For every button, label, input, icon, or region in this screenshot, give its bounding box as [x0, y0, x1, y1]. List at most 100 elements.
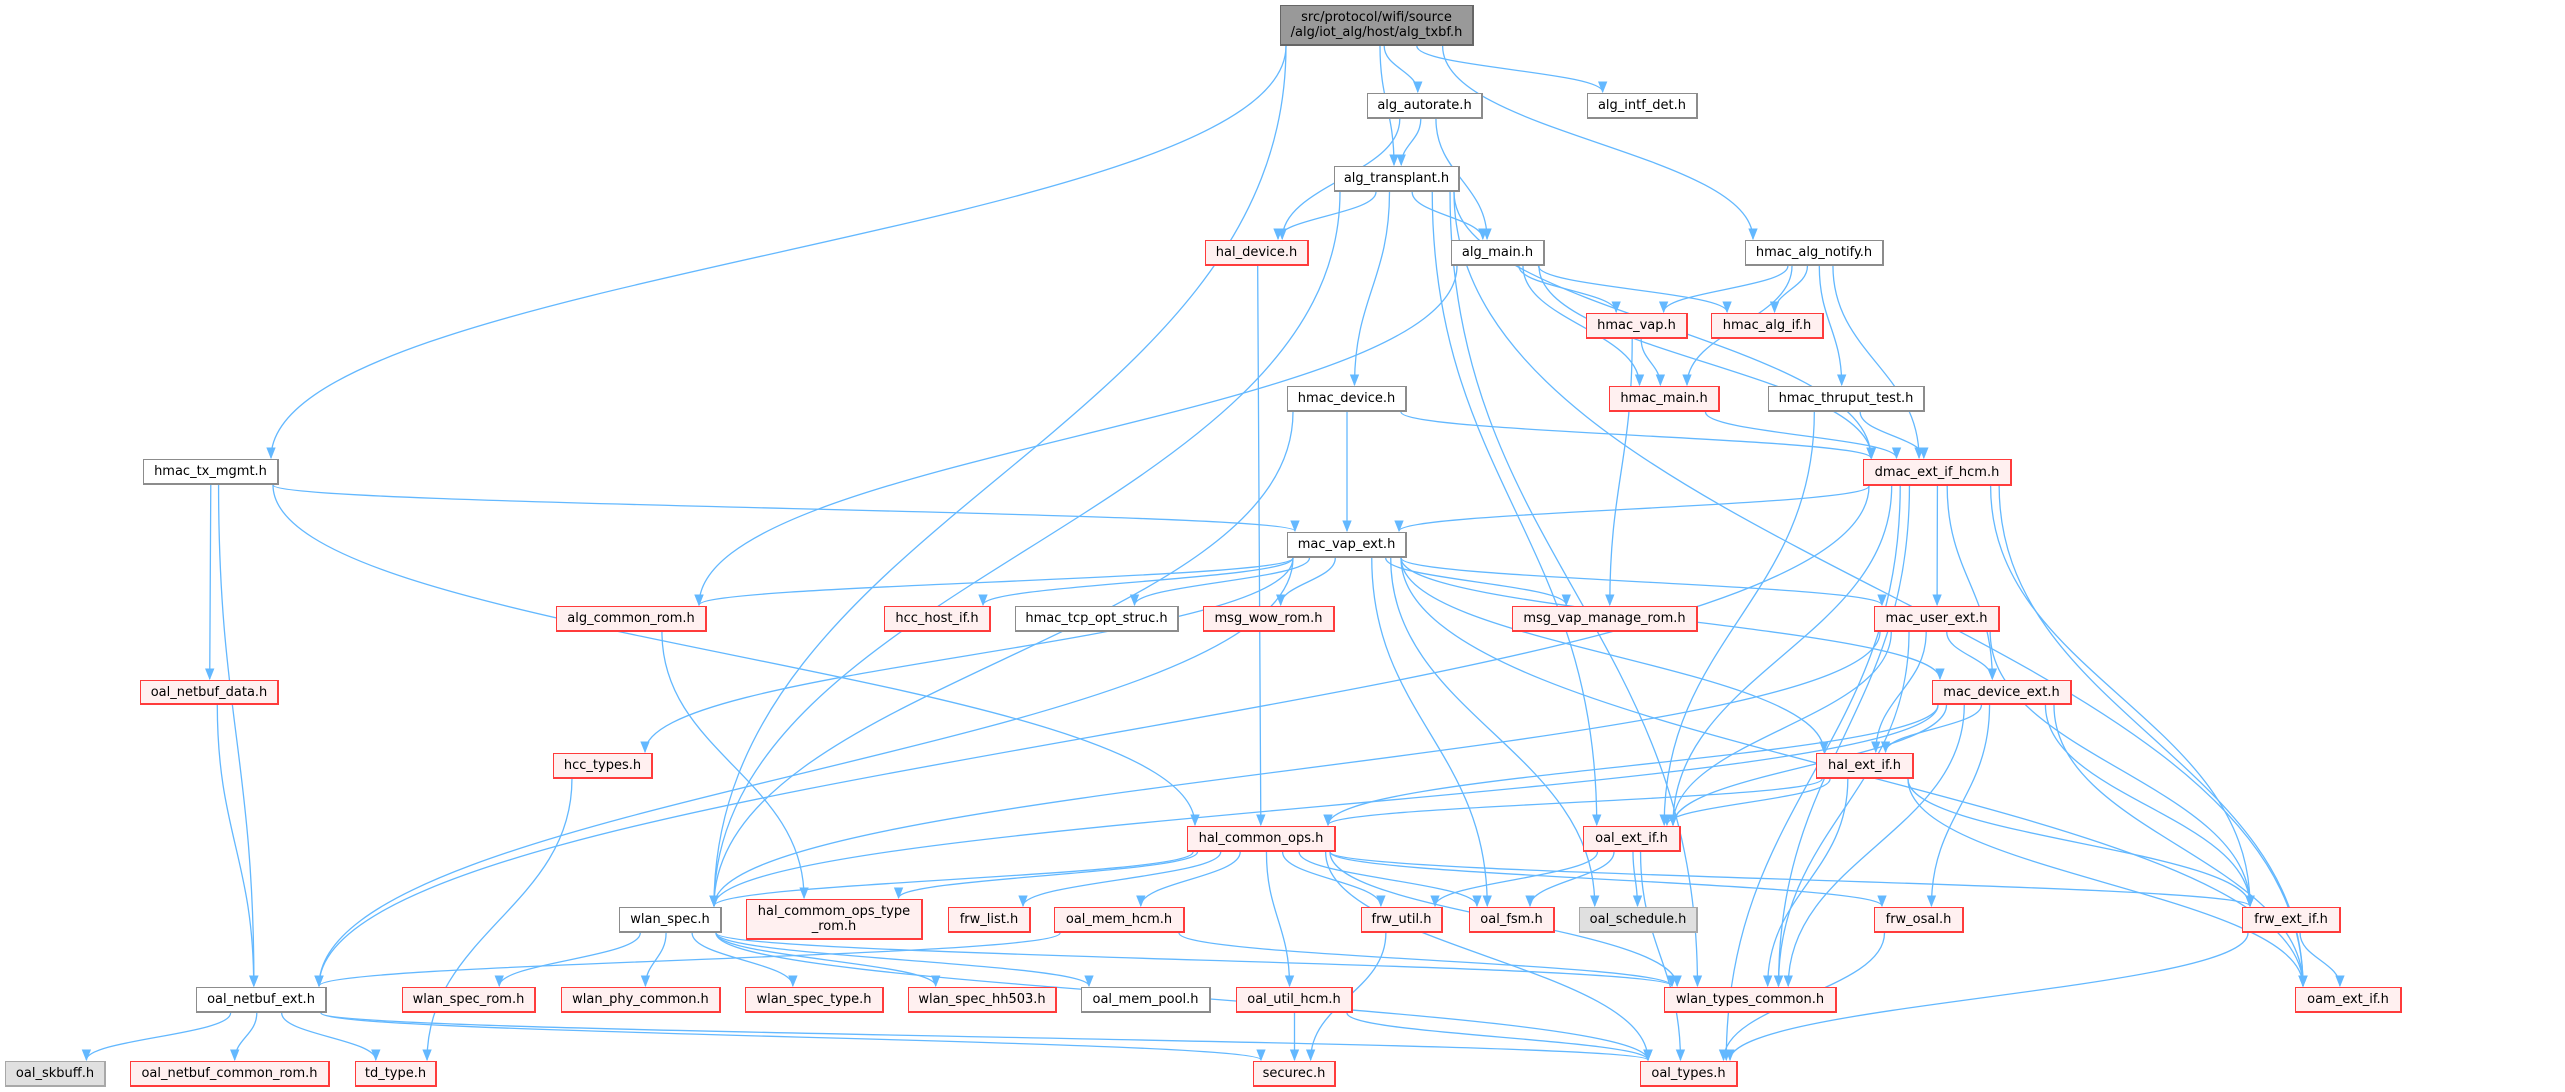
edge-hmac-alg-notify-to-dmac-ext-if-hcm	[1832, 265, 1924, 460]
node-hal-device[interactable]: hal_device.h	[1205, 240, 1309, 266]
node-alg-common-rom[interactable]: alg_common_rom.h	[556, 606, 707, 632]
edge-mac-user-ext-to-wlan-spec	[709, 631, 1881, 908]
node-frw-list[interactable]: frw_list.h	[948, 907, 1031, 933]
edge-mac-device-ext-to-hal-common-ops	[1323, 704, 1939, 827]
edge-mac-device-ext-to-hal-ext-if	[1880, 704, 1983, 754]
edge-oal-netbuf-data-to-oal-netbuf-ext	[216, 704, 259, 988]
node-hmac-alg-notify[interactable]: hmac_alg_notify.h	[1745, 240, 1884, 266]
edge-hal-common-ops-to-oal-util-hcm	[1265, 851, 1295, 988]
node-mac-user-ext[interactable]: mac_user_ext.h	[1874, 606, 2000, 632]
node-hal-commom-ops-type-rom[interactable]: hal_commom_ops_type _rom.h	[746, 899, 923, 940]
edge-mac-vap-ext-to-msg-wow-rom	[1276, 557, 1336, 607]
node-hmac-main[interactable]: hmac_main.h	[1609, 386, 1720, 412]
edge-dmac-ext-if-hcm-to-oal-types	[1721, 485, 1901, 1062]
node-oal-netbuf-ext[interactable]: oal_netbuf_ext.h	[196, 987, 327, 1013]
edge-mac-vap-ext-to-hcc-types	[640, 557, 1294, 754]
edge-alg-autorate-to-alg-transplant	[1396, 118, 1422, 167]
node-hcc-host-if[interactable]: hcc_host_if.h	[884, 606, 991, 632]
node-hmac-thruput-test[interactable]: hmac_thruput_test.h	[1768, 386, 1925, 412]
node-wlan-spec-type[interactable]: wlan_spec_type.h	[745, 987, 884, 1013]
node-oal-mem-pool[interactable]: oal_mem_pool.h	[1081, 987, 1211, 1013]
edge-root-to-hmac-alg-notify	[1441, 45, 1758, 241]
edge-hmac-device-to-wlan-spec	[709, 411, 1294, 908]
node-wlan-spec[interactable]: wlan_spec.h	[619, 907, 722, 933]
edge-oal-netbuf-ext-to-td-type	[281, 1012, 381, 1062]
edge-hmac-thruput-test-to-dmac-ext-if-hcm	[1859, 411, 1929, 460]
node-wlan-types-common[interactable]: wlan_types_common.h	[1664, 987, 1837, 1013]
edge-dmac-ext-if-hcm-to-mac-vap-ext	[1394, 485, 1870, 533]
node-oal-util-hcm[interactable]: oal_util_hcm.h	[1236, 987, 1353, 1013]
node-oal-types[interactable]: oal_types.h	[1640, 1061, 1738, 1087]
edge-hal-ext-if-to-hal-common-ops	[1323, 778, 1823, 827]
edge-hal-common-ops-to-frw-osal	[1329, 851, 1887, 908]
node-hmac-tcp-opt-struc[interactable]: hmac_tcp_opt_struc.h	[1015, 606, 1179, 632]
edge-mac-device-ext-to-frw-ext-if	[2044, 704, 2255, 908]
node-frw-ext-if[interactable]: frw_ext_if.h	[2242, 907, 2341, 933]
node-hmac-tx-mgmt[interactable]: hmac_tx_mgmt.h	[143, 459, 279, 485]
edge-alg-main-to-hmac-main	[1522, 265, 1645, 387]
node-dmac-ext-if-hcm[interactable]: dmac_ext_if_hcm.h	[1863, 459, 2012, 486]
edge-oal-ext-if-to-oal-fsm	[1525, 851, 1615, 908]
node-hmac-vap[interactable]: hmac_vap.h	[1586, 313, 1688, 339]
edge-mac-device-ext-to-wlan-types-common	[1783, 704, 1965, 988]
node-securec[interactable]: securec.h	[1253, 1061, 1336, 1087]
edge-hmac-tx-mgmt-to-oal-netbuf-data	[205, 484, 215, 681]
node-oal-skbuff[interactable]: oal_skbuff.h	[5, 1061, 106, 1087]
edge-alg-main-to-hmac-vap	[1518, 265, 1621, 314]
edge-oal-ext-if-to-oal-schedule	[1632, 851, 1643, 908]
node-alg-autorate[interactable]: alg_autorate.h	[1367, 93, 1483, 119]
node-root[interactable]: src/protocol/wifi/source /alg/iot_alg/ho…	[1280, 5, 1474, 46]
node-wlan-spec-hh503[interactable]: wlan_spec_hh503.h	[908, 987, 1057, 1013]
edge-oal-ext-if-to-frw-util	[1430, 851, 1599, 908]
edge-mac-user-ext-to-hal-ext-if	[1871, 631, 1927, 754]
node-mac-device-ext[interactable]: mac_device_ext.h	[1932, 680, 2072, 705]
edge-hmac-device-to-dmac-ext-if-hcm	[1400, 411, 1876, 460]
edge-hmac-alg-notify-to-hmac-alg-if	[1769, 265, 1809, 314]
edge-hal-common-ops-to-frw-ext-if	[1329, 851, 2255, 908]
node-alg-intf-det[interactable]: alg_intf_det.h	[1587, 93, 1698, 119]
node-oal-schedule[interactable]: oal_schedule.h	[1579, 907, 1698, 933]
edge-mac-vap-ext-to-hmac-tcp-opt-struc	[1129, 557, 1311, 607]
edge-hal-common-ops-to-hal-commom-ops-type-rom	[894, 851, 1199, 900]
edge-dmac-ext-if-hcm-to-oal-ext-if	[1668, 485, 1893, 827]
edge-mac-vap-ext-to-hcc-host-if	[978, 557, 1294, 607]
edge-mac-vap-ext-to-msg-vap-manage-rom	[1385, 557, 1571, 607]
edge-hal-ext-if-to-frw-ext-if	[1907, 778, 2255, 908]
node-hal-common-ops[interactable]: hal_common_ops.h	[1187, 826, 1336, 852]
node-hal-ext-if[interactable]: hal_ext_if.h	[1816, 753, 1914, 779]
edge-hmac-tx-mgmt-to-hal-common-ops	[272, 484, 1200, 827]
node-oal-fsm[interactable]: oal_fsm.h	[1469, 907, 1555, 933]
edge-oal-mem-hcm-to-oal-netbuf-ext	[314, 932, 1061, 988]
edge-wlan-spec-to-wlan-spec-rom	[494, 932, 641, 988]
edge-root-to-wlan-spec	[709, 45, 1287, 908]
edge-dmac-ext-if-hcm-to-oam-ext-if	[1998, 485, 2308, 988]
edge-mac-vap-ext-to-mac-user-ext	[1400, 557, 1887, 607]
edge-mac-device-ext-to-frw-osal	[1926, 704, 1991, 908]
node-msg-vap-manage-rom[interactable]: msg_vap_manage_rom.h	[1512, 606, 1698, 632]
node-oal-netbuf-data[interactable]: oal_netbuf_data.h	[140, 680, 279, 705]
edge-mac-user-ext-to-oal-ext-if	[1668, 631, 1892, 827]
node-hcc-types[interactable]: hcc_types.h	[553, 753, 653, 779]
edge-frw-ext-if-to-oam-ext-if	[2299, 932, 2345, 988]
edge-oal-netbuf-ext-to-oal-skbuff	[81, 1012, 232, 1062]
edge-mac-device-ext-to-oal-ext-if	[1668, 704, 1948, 827]
node-frw-osal[interactable]: frw_osal.h	[1874, 907, 1964, 933]
node-oal-netbuf-common-rom[interactable]: oal_netbuf_common_rom.h	[130, 1061, 330, 1087]
node-frw-util[interactable]: frw_util.h	[1361, 907, 1443, 933]
node-hmac-alg-if[interactable]: hmac_alg_if.h	[1711, 313, 1824, 339]
node-oal-ext-if[interactable]: oal_ext_if.h	[1583, 826, 1681, 852]
node-alg-transplant[interactable]: alg_transplant.h	[1334, 166, 1460, 192]
edge-hmac-tx-mgmt-to-oal-netbuf-ext	[217, 484, 259, 988]
node-alg-main[interactable]: alg_main.h	[1451, 240, 1545, 266]
node-td-type[interactable]: td_type.h	[355, 1061, 437, 1087]
edge-alg-transplant-to-wlan-spec	[709, 191, 1341, 908]
edge-hal-common-ops-to-frw-list	[1018, 851, 1222, 908]
node-wlan-phy-common[interactable]: wlan_phy_common.h	[561, 987, 721, 1013]
node-oal-mem-hcm[interactable]: oal_mem_hcm.h	[1054, 907, 1185, 933]
node-msg-wow-rom[interactable]: msg_wow_rom.h	[1203, 606, 1335, 632]
edge-hcc-types-to-td-type	[422, 778, 573, 1062]
node-mac-vap-ext[interactable]: mac_vap_ext.h	[1287, 532, 1407, 558]
node-wlan-spec-rom[interactable]: wlan_spec_rom.h	[402, 987, 536, 1013]
node-hmac-device[interactable]: hmac_device.h	[1287, 386, 1407, 412]
node-oam-ext-if[interactable]: oam_ext_if.h	[2295, 987, 2402, 1013]
